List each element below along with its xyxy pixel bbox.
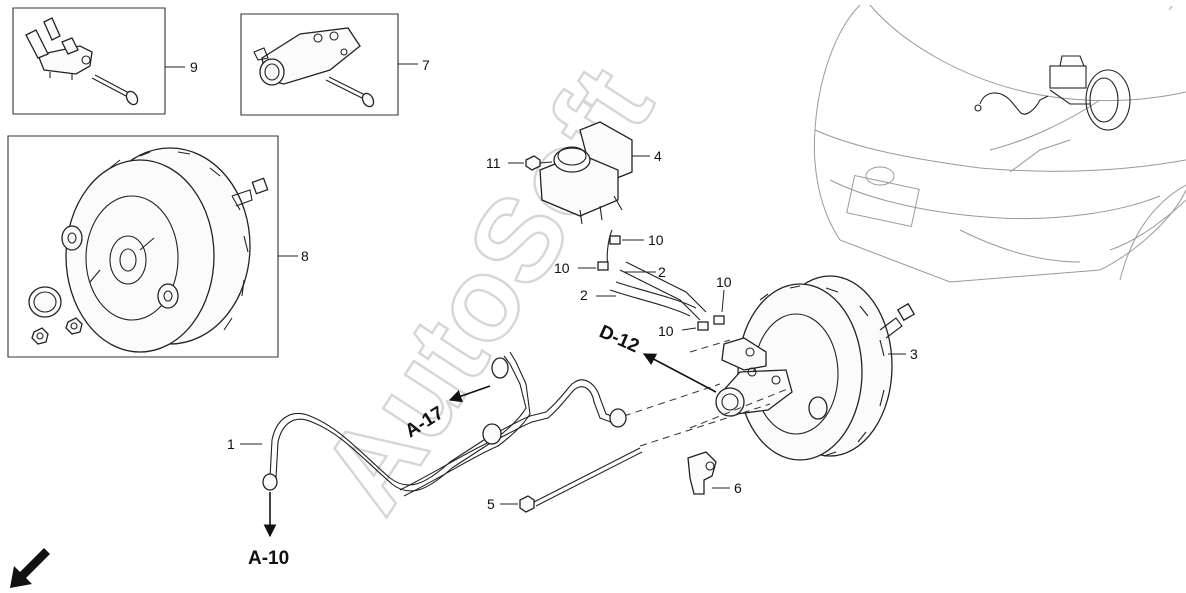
pressure-sensor-6	[687, 451, 730, 495]
bolt-part	[325, 79, 363, 99]
vacuum-hose-assembly	[240, 351, 627, 497]
brake-booster-assembly	[715, 275, 916, 461]
bolt-part	[91, 77, 127, 97]
callout-10a: 10	[648, 232, 664, 248]
vacuum-line-5	[500, 447, 643, 513]
svg-text:⇗: ⇗	[1168, 6, 1173, 12]
brake-fluid-reservoir	[539, 121, 650, 225]
callout-7: 7	[422, 57, 430, 73]
callout-10c: 10	[716, 274, 732, 290]
clip-part	[697, 321, 709, 331]
front-direction-arrow-icon	[10, 548, 50, 588]
ref-d12[interactable]: D-12	[596, 321, 642, 357]
hoses-and-clips	[578, 229, 725, 331]
inset-box-8	[7, 135, 298, 358]
svg-text:AutoSoft: AutoSoft	[296, 45, 678, 535]
arrow-d12	[642, 353, 717, 393]
callout-3: 3	[910, 346, 918, 362]
inset-box-7	[240, 13, 418, 116]
nut-part	[65, 317, 83, 335]
ref-a10[interactable]: A-10	[248, 548, 289, 569]
clip-part	[597, 261, 609, 271]
bolt-11	[508, 155, 553, 171]
callout-9: 9	[190, 59, 198, 75]
callout-5: 5	[487, 496, 495, 512]
callout-6: 6	[734, 480, 742, 496]
callout-10d: 10	[658, 323, 674, 339]
clip-part	[713, 315, 725, 325]
watermark: AutoSoft	[295, 43, 679, 535]
arrow-a17	[448, 385, 491, 403]
inset-box-9	[12, 7, 185, 115]
callout-8: 8	[301, 248, 309, 264]
alignment-lines	[623, 339, 791, 447]
callout-4: 4	[654, 148, 662, 164]
check-valve-part	[37, 45, 93, 75]
nut-part	[31, 327, 49, 345]
callout-2a: 2	[658, 264, 666, 280]
vehicle-location-inset: ⇗	[813, 4, 1186, 283]
callout-11: 11	[486, 155, 501, 171]
callout-10b: 10	[554, 260, 570, 276]
callout-1: 1	[227, 436, 235, 452]
clip-part	[609, 235, 621, 245]
callout-2b: 2	[580, 287, 588, 303]
ref-a17[interactable]: A-17	[402, 403, 448, 443]
